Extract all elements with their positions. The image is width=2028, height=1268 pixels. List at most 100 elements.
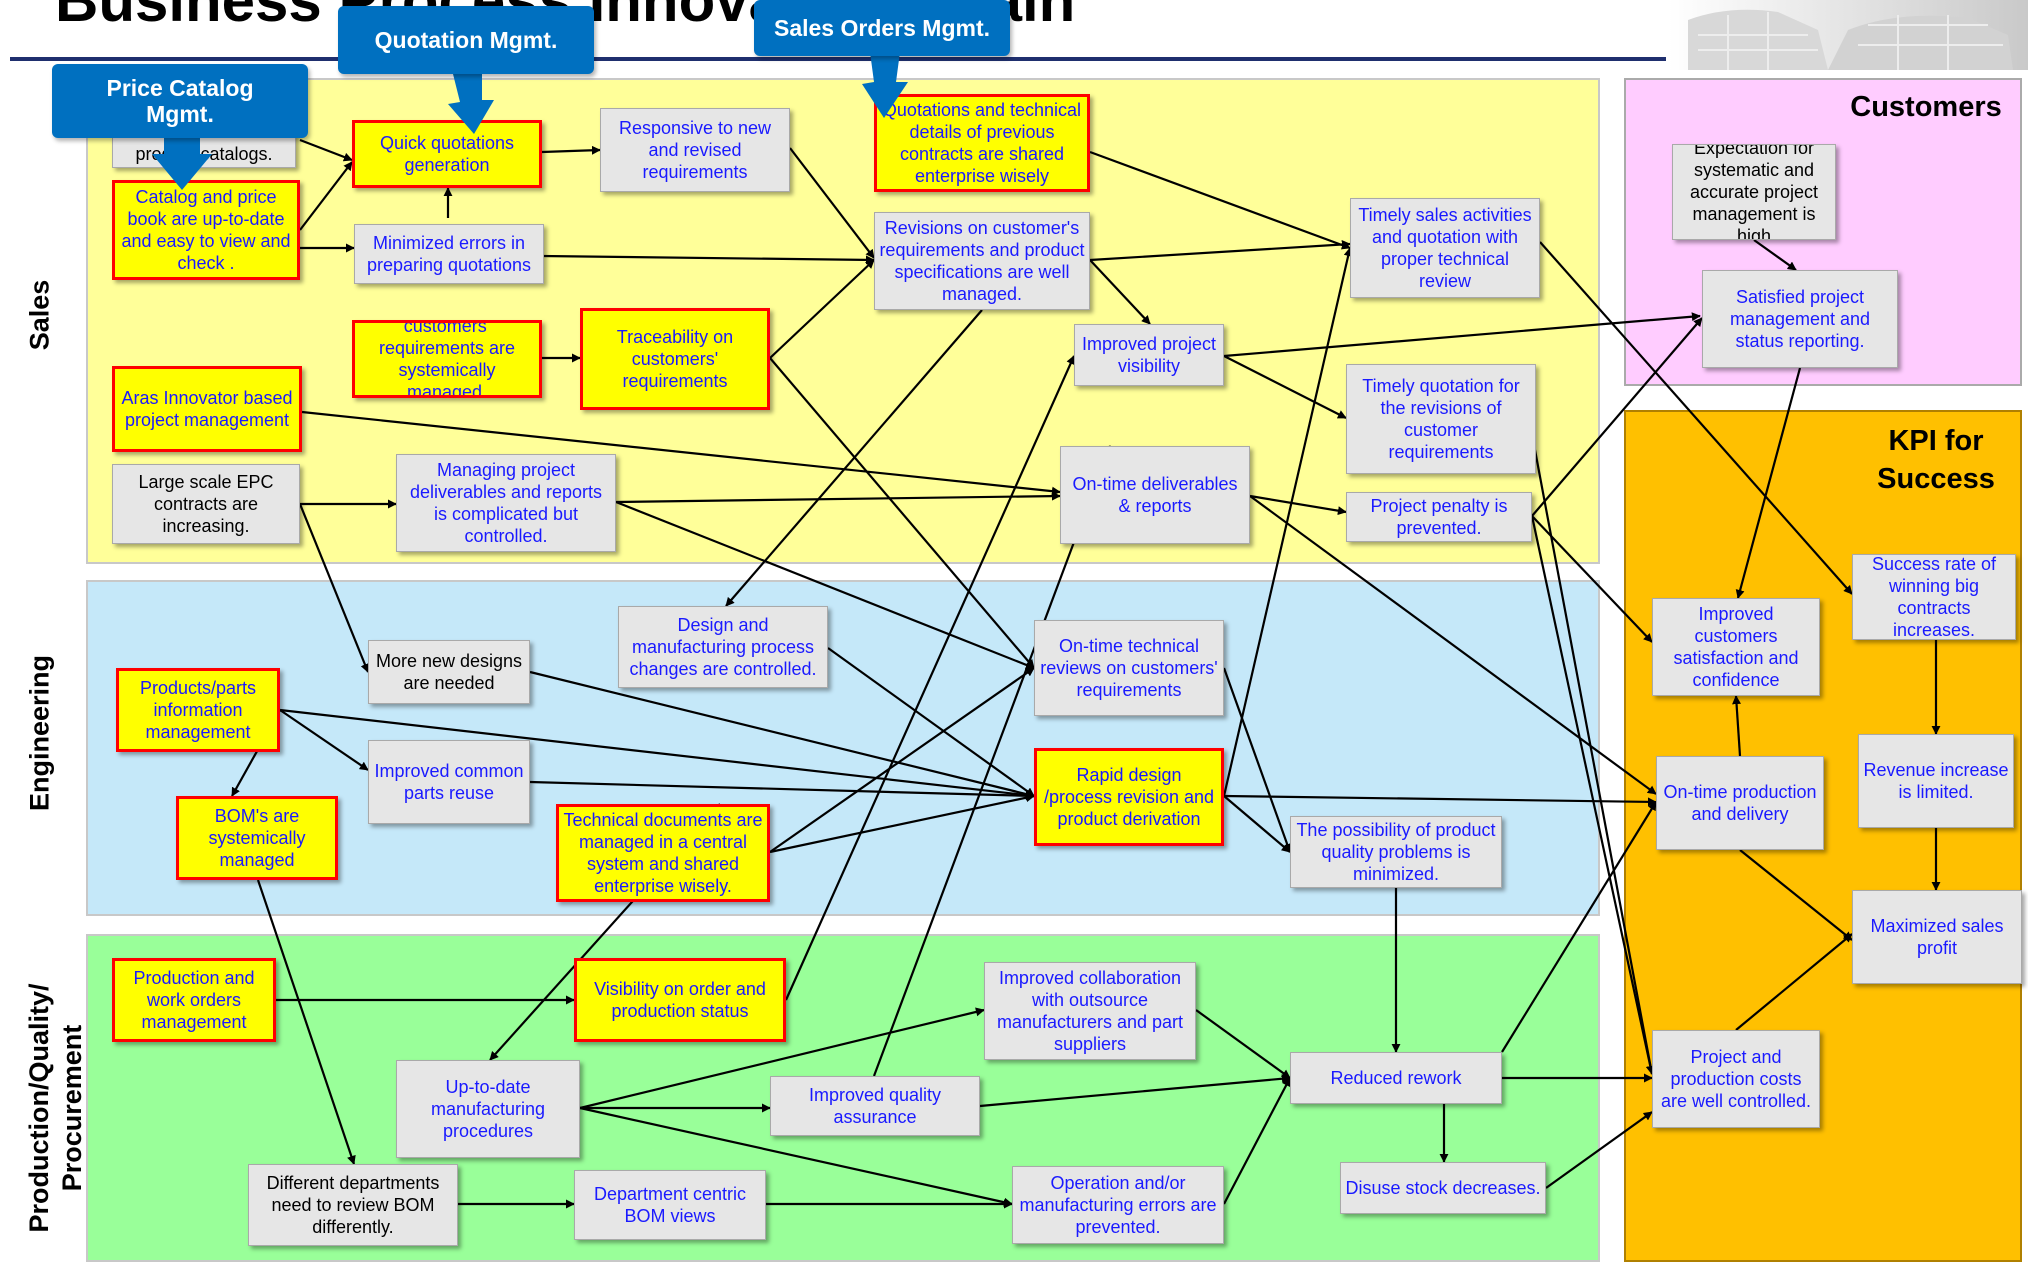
improved-cust-node: Improved customers satisfaction and conf… [1652, 598, 1820, 696]
prev-contracts-node: Quotations and technical details of prev… [874, 94, 1090, 192]
success-rate-node: Success rate of winning big contracts in… [1852, 554, 2016, 640]
connector-arrow-15 [1223, 312, 1701, 358]
quick-quotes-node: Quick quotations generation [352, 120, 542, 188]
max-profit-node: Maximized sales profit [1852, 890, 2022, 984]
penalty-node: Project penalty is prevented. [1346, 492, 1532, 542]
connector-arrow-41 [1530, 515, 1655, 1075]
connector-arrow-49 [256, 879, 356, 1165]
prod-orders-node: Production and work orders management [112, 958, 276, 1042]
timely-sales-node: Timely sales activities and quotation wi… [1350, 198, 1540, 298]
quotation-callout: Quotation Mgmt. [338, 6, 594, 74]
expectation-node: Expectation for systematic and accurate … [1672, 144, 1836, 240]
quality-assurance-node: Improved quality assurance [770, 1076, 980, 1136]
connector-arrow-35 [1222, 247, 1353, 797]
timely-quote-node: Timely quotation for the revisions of cu… [1346, 364, 1536, 474]
dept-bom-node: Department centric BOM views [574, 1170, 766, 1240]
bom-node: BOM's are systemically managed [176, 796, 338, 880]
connector-arrow-58 [1223, 1077, 1291, 1205]
connector-arrow-56 [872, 445, 1112, 1077]
connector-arrow-27 [279, 708, 1035, 800]
connector-arrow-44 [1732, 695, 1742, 757]
sales-orders-callout: Sales Orders Mgmt. [754, 0, 1010, 56]
connector-arrow-20 [615, 491, 1061, 504]
connector-arrow-17 [1539, 241, 1853, 595]
title-rule [10, 57, 1666, 61]
disuse-stock-node: Disuse stock decreases. [1340, 1162, 1546, 1214]
aras-node: Aras Innovator based project management [112, 366, 302, 452]
cust-req-node: customers' requirements are systemically… [352, 320, 542, 398]
connector-arrow-6 [789, 147, 875, 259]
connector-arrow-32 [769, 667, 1035, 853]
revenue-node: Revenue increase is limited. [1858, 734, 2014, 828]
connector-arrow-47 [1739, 849, 1853, 941]
connector-arrow-23 [1249, 495, 1657, 795]
connector-arrow-55 [979, 1074, 1291, 1108]
catalog-price-node: Catalog and price book are up-to-date an… [112, 180, 300, 280]
satisfied-node: Satisfied project management and status … [1702, 270, 1898, 368]
connector-arrow-33 [1222, 667, 1292, 853]
connector-arrow-1 [299, 138, 353, 162]
connector-arrow-42 [1753, 239, 1797, 271]
connector-arrow-18 [301, 410, 1061, 496]
collab-node: Improved collaboration with outsource ma… [984, 962, 1196, 1060]
connector-arrow-13 [769, 357, 1035, 669]
tech-reviews-node: On-time technical reviews on customers' … [1034, 620, 1224, 716]
connector-arrow-10 [1089, 259, 1151, 325]
tech-docs-node: Technical documents are managed in a cen… [556, 804, 770, 902]
connector-arrow-16 [1223, 355, 1347, 419]
connector-arrow-28 [279, 709, 369, 771]
ontime-prod-node: On-time production and delivery [1656, 756, 1824, 850]
diff-depts-node: Different departments need to review BOM… [248, 1164, 458, 1246]
price-catalog-callout: Price Catalog Mgmt. [52, 64, 308, 138]
large-epc-node: Large scale EPC contracts are increasing… [112, 464, 300, 544]
connector-arrow-54 [579, 1106, 1013, 1207]
traceability-node: Traceability on customers' requirements [580, 308, 770, 410]
costs-node: Project and production costs are well co… [1652, 1030, 1820, 1128]
connector-arrow-64 [1545, 1111, 1653, 1189]
ontime-deliv-node: On-time deliverables & reports [1060, 446, 1250, 544]
sales-lane [86, 78, 1600, 564]
connector-arrow-31 [769, 793, 1035, 854]
products-parts-node: Products/parts information management [116, 668, 280, 752]
connector-arrow-25 [827, 647, 1035, 797]
connector-arrow-7 [541, 254, 875, 265]
connector-arrow-30 [529, 780, 1035, 801]
connector-arrow-34 [1223, 795, 1291, 853]
connector-arrow-8 [1089, 150, 1351, 250]
responsive-node: Responsive to new and revised requiremen… [600, 108, 790, 192]
connector-arrow-52 [579, 1007, 985, 1110]
common-parts-node: Improved common parts reuse [368, 740, 530, 824]
connector-arrow-36 [1223, 794, 1657, 807]
world-map-graphic [1668, 0, 2028, 70]
connector-arrow-43 [1735, 367, 1802, 599]
rapid-design-node: Rapid design /process revision and produ… [1034, 748, 1224, 846]
connector-arrow-2 [299, 161, 353, 231]
revisions-node: Revisions on customer's requirements and… [874, 212, 1090, 310]
connector-arrow-5 [541, 145, 601, 155]
reduced-rework-node: Reduced rework [1290, 1052, 1502, 1104]
kpi-title: KPI for Success [1877, 425, 1995, 495]
connector-arrow-48 [1735, 933, 1853, 1031]
connector-arrow-22 [1249, 494, 1347, 516]
min-errors-node: Minimized errors in preparing quotations [354, 224, 544, 284]
connector-arrow-63 [1501, 801, 1657, 1053]
managing-deliv-node: Managing project deliverables and report… [396, 454, 616, 552]
quality-problems-node: The possibility of product quality probl… [1290, 816, 1502, 888]
connector-arrow-14 [725, 309, 983, 607]
connector-arrow-40 [1530, 433, 1655, 1075]
customers-title: Customers [1850, 91, 2002, 123]
proj-visibility-node: Improved project visibility [1074, 324, 1224, 386]
new-designs-node: More new designs are needed [368, 640, 530, 704]
connector-arrow-21 [615, 500, 1035, 670]
connector-arrow-51 [784, 355, 1076, 1001]
connector-arrow-26 [529, 670, 1035, 799]
connector-arrow-9 [1089, 240, 1351, 262]
connector-arrow-12 [769, 259, 875, 359]
mfg-procedures-node: Up-to-date manufacturing procedures [396, 1060, 580, 1158]
op-errors-node: Operation and/or manufacturing errors ar… [1012, 1166, 1224, 1244]
connector-arrow-24 [298, 503, 370, 673]
connector-arrow-57 [1195, 1009, 1291, 1079]
connector-arrow-38 [1531, 317, 1703, 517]
design-mfg-node: Design and manufacturing process changes… [618, 606, 828, 688]
